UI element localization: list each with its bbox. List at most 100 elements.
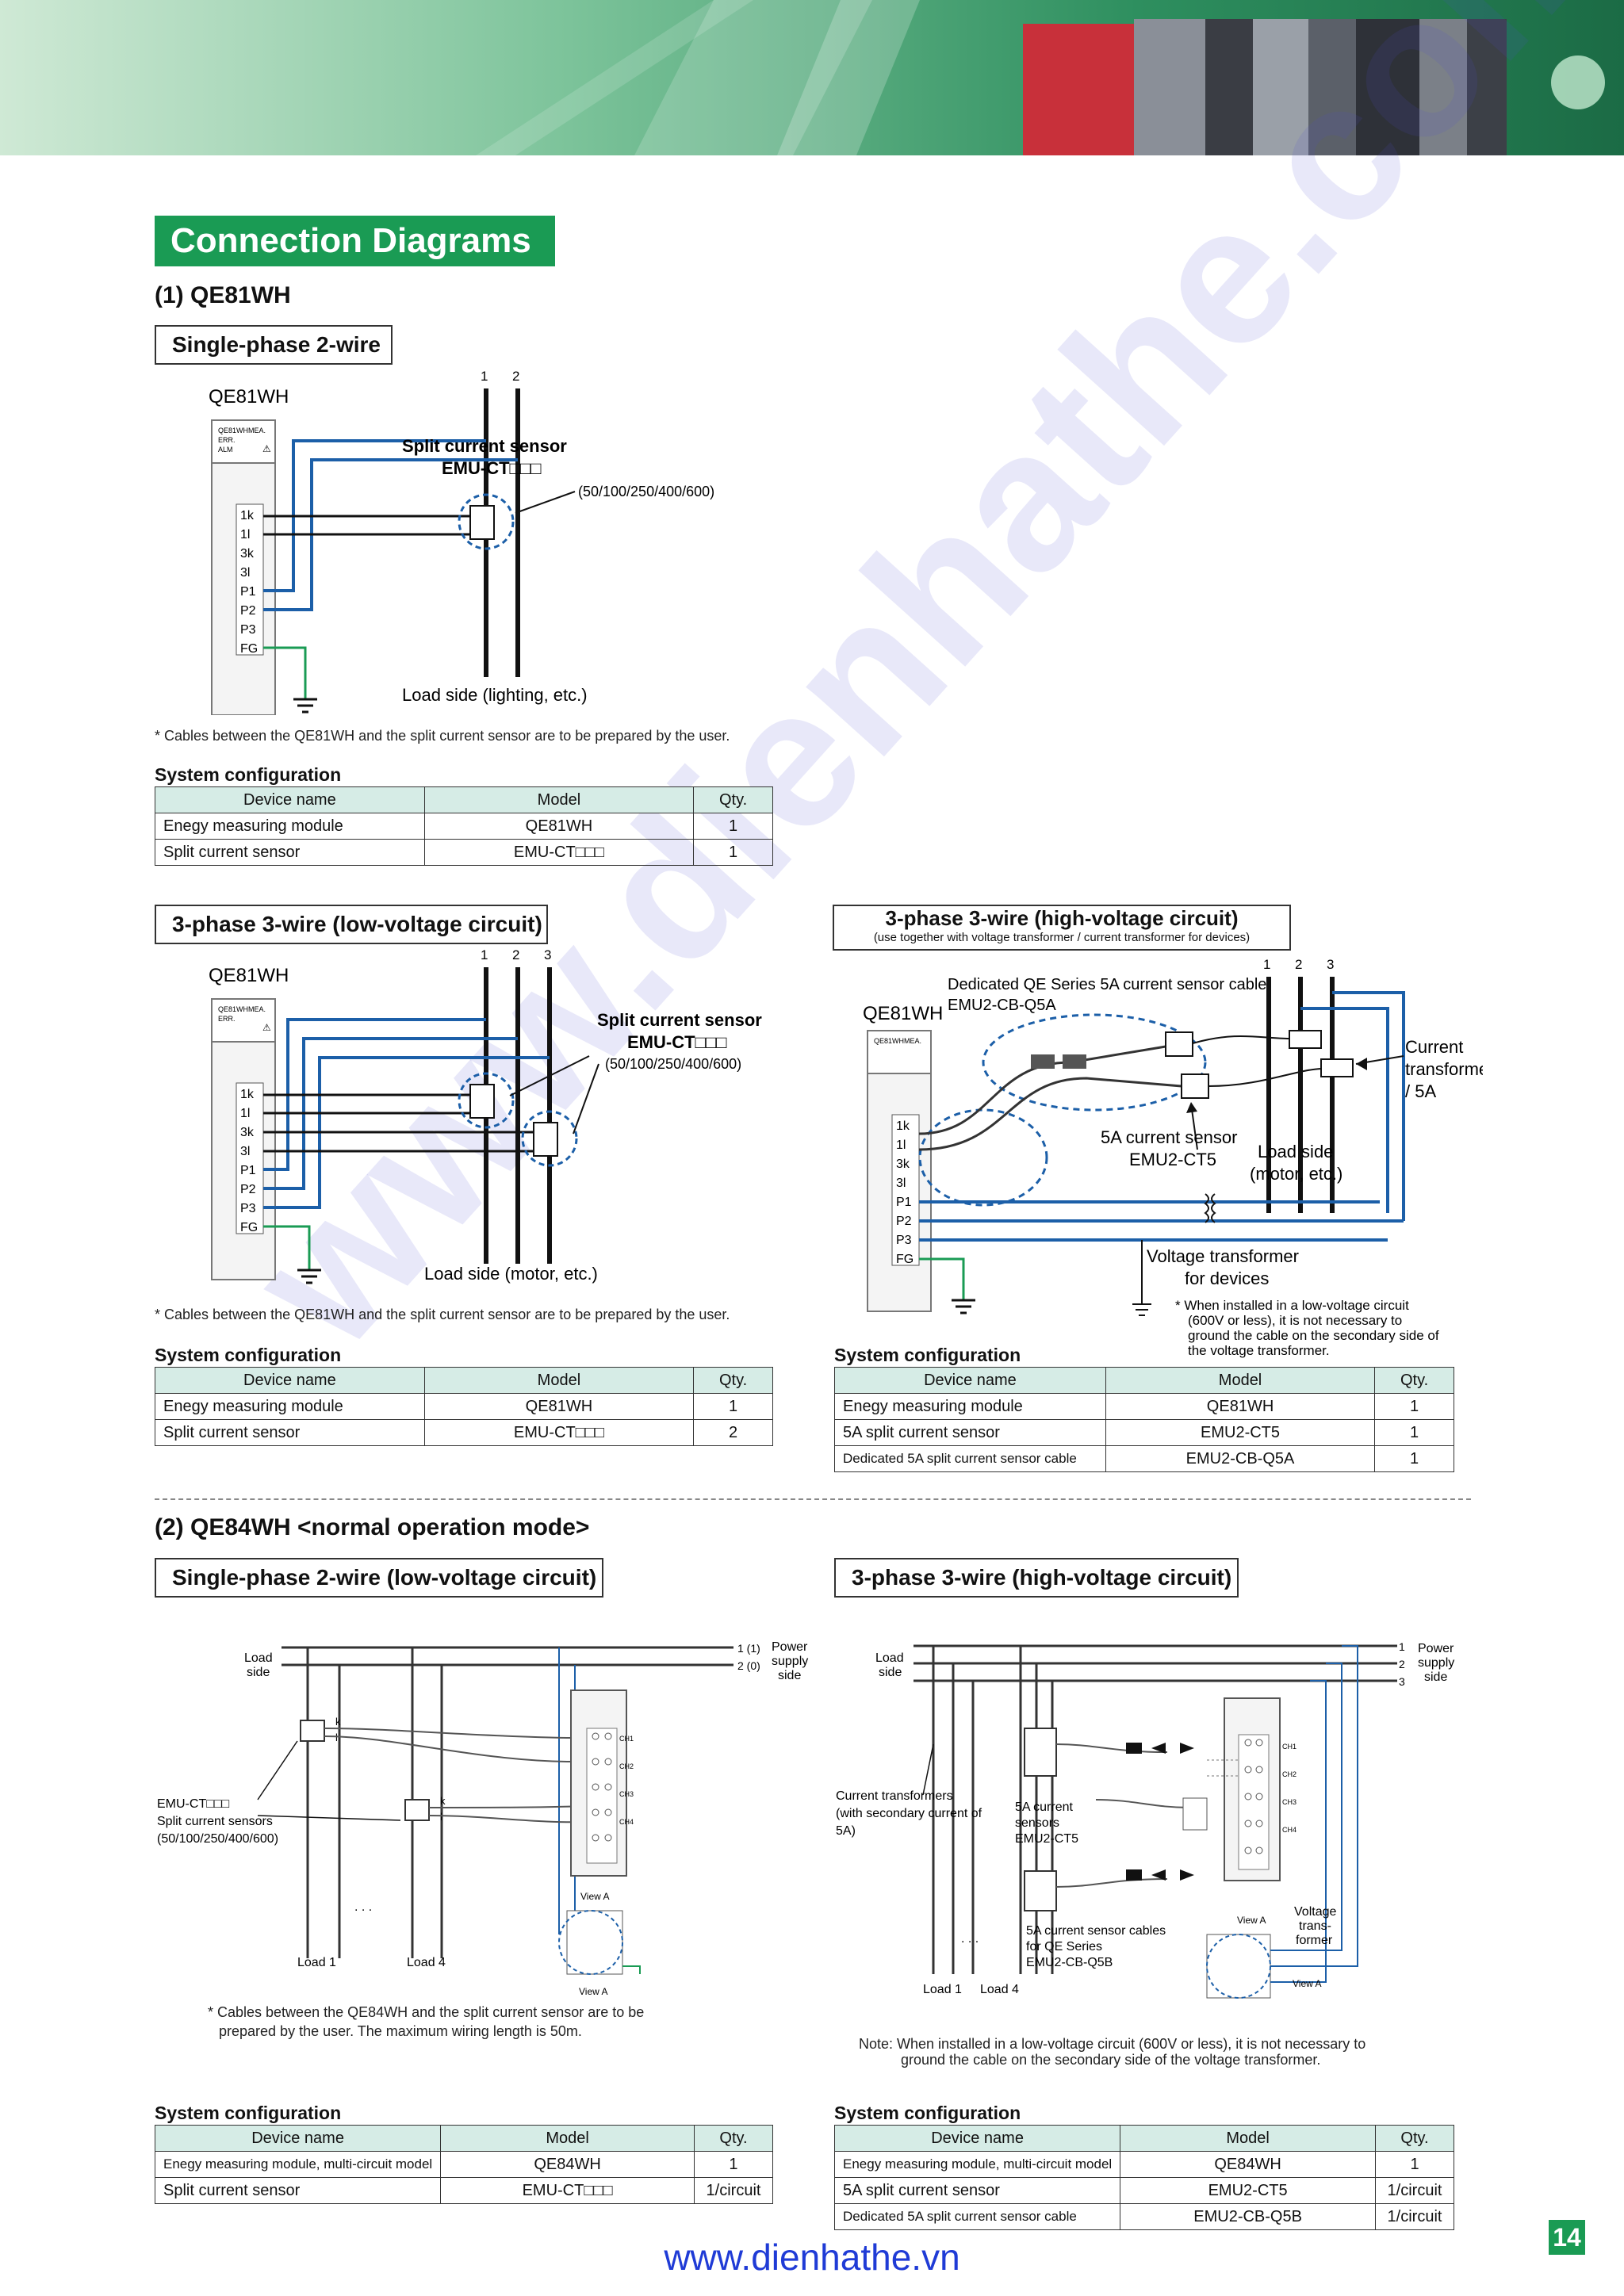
svg-text:MEA.: MEA. <box>904 1037 921 1045</box>
plc-module-grey-2 <box>1253 19 1308 155</box>
s2-3phase-high-label: 3-phase 3-wire (high-voltage circuit) <box>834 1558 1239 1598</box>
vt-label-2: for devices <box>1185 1269 1269 1288</box>
s2-single-phase-label: Single-phase 2-wire (low-voltage circuit… <box>155 1558 603 1598</box>
svg-text:k: k <box>335 1716 341 1728</box>
cable-highlight-ellipse <box>918 1108 1048 1207</box>
svg-text:P3: P3 <box>896 1234 912 1247</box>
terminal-p2: P2 <box>240 604 256 618</box>
arrow-right-icon <box>1180 1743 1194 1754</box>
split-current-sensor-2 <box>533 1122 558 1157</box>
terminal-fg: FG <box>240 642 258 656</box>
module-label: QE81WH <box>209 965 289 986</box>
split-current-sensor <box>469 505 495 540</box>
load-side-2: side <box>247 1666 270 1679</box>
svg-text:QE81WH: QE81WH <box>218 427 248 434</box>
line-number-2: 2 <box>1295 957 1302 972</box>
ct-label-3: / 5A <box>1405 1081 1436 1101</box>
module-label: QE81WH <box>209 386 289 408</box>
section-2-title: (2) QE84WH <normal operation mode> <box>155 1514 590 1540</box>
svg-text:l: l <box>335 1732 338 1743</box>
svg-text:3l: 3l <box>240 1145 250 1158</box>
svg-text:3k: 3k <box>896 1158 910 1171</box>
5a-current-sensor-2 <box>1181 1073 1209 1099</box>
plc-module-dark-3 <box>1356 19 1419 155</box>
cable-label-2: EMU2-CB-Q5A <box>948 997 1056 1014</box>
svg-text:l: l <box>440 1811 442 1823</box>
module-label: QE81WH <box>863 1003 943 1024</box>
line-number-1: 1 <box>481 369 488 384</box>
sensor-ratings: (50/100/250/400/600) <box>605 1056 741 1072</box>
header-qty: Qty. <box>693 786 773 813</box>
svg-text:CH2: CH2 <box>619 1762 634 1770</box>
terminal-3l: 3l <box>240 566 250 580</box>
sensor-model: EMU-CT□□□ <box>627 1032 726 1052</box>
svg-text:3: 3 <box>1399 1675 1405 1688</box>
line-mark-1: 1 (1) <box>737 1642 760 1655</box>
svg-text:1k: 1k <box>896 1119 910 1133</box>
s2-single-phase-diagram: Load side 1 (1) 2 (0) Power supply side … <box>157 1640 808 1997</box>
footer-url[interactable]: www.dienhathe.vn <box>664 2237 960 2278</box>
s1-3phase-high-label-box: 3-phase 3-wire (high-voltage circuit) (u… <box>833 905 1291 951</box>
sensor-highlight-ellipse <box>982 1013 1207 1112</box>
s1-sp-syscfg-title: System configuration <box>155 764 342 785</box>
svg-text:⚠: ⚠ <box>262 443 271 454</box>
banner-graphic <box>476 0 1605 155</box>
svg-text:CH2: CH2 <box>1282 1770 1297 1778</box>
qe84wh-module: CH1 CH2 CH3 CH4 <box>1224 1697 1297 1881</box>
svg-text:ALM: ALM <box>218 446 233 453</box>
load-label-1: Load side <box>1258 1142 1333 1161</box>
power-side-2: supply <box>772 1655 808 1668</box>
page-number: 14 <box>1549 2220 1585 2255</box>
svg-text:side: side <box>879 1666 902 1679</box>
load-label: Load side (motor, etc.) <box>424 1264 598 1284</box>
cable-connector-2 <box>1063 1054 1086 1069</box>
line-number-2: 2 <box>512 369 519 384</box>
svg-text:CH1: CH1 <box>1282 1743 1297 1751</box>
svg-text:P2: P2 <box>240 1183 256 1196</box>
header-device: Device name <box>155 786 425 813</box>
sensor-ratings: (50/100/250/400/600) <box>578 484 714 499</box>
sensor-label-3: (50/100/250/400/600) <box>157 1832 278 1846</box>
s2-single-phase-note-2: prepared by the user. The maximum wiring… <box>219 2023 582 2039</box>
vt-note-3: ground the cable on the secondary side o… <box>1188 1328 1439 1343</box>
section-separator <box>155 1498 1471 1500</box>
s2-sp-syscfg-title: System configuration <box>155 2103 342 2123</box>
svg-text:3l: 3l <box>896 1177 906 1190</box>
plc-module-dark-4 <box>1467 19 1507 155</box>
svg-text:5A): 5A) <box>836 1824 856 1838</box>
s2-3ph-syscfg-title: System configuration <box>834 2103 1021 2123</box>
load-4: Load 4 <box>407 1956 446 1969</box>
svg-text:1l: 1l <box>240 1107 250 1120</box>
s1-single-phase-label: Single-phase 2-wire <box>155 325 393 365</box>
svg-text:CH3: CH3 <box>1282 1798 1297 1806</box>
svg-text:View A: View A <box>1237 1915 1266 1926</box>
svg-text:CH3: CH3 <box>619 1790 634 1798</box>
svg-text:side: side <box>1424 1670 1447 1684</box>
svg-text:Power: Power <box>1418 1642 1454 1655</box>
svg-text:Load: Load <box>875 1651 904 1665</box>
svg-text:P1: P1 <box>240 1164 256 1177</box>
ct-label-1: Current <box>1405 1037 1463 1057</box>
section-1-title: (1) QE81WH <box>155 282 291 308</box>
5a-sensor-group-1 <box>1024 1728 1057 1777</box>
svg-text:k: k <box>440 1795 446 1807</box>
terminal-p3: P3 <box>240 623 256 637</box>
line-number-1: 1 <box>1263 957 1270 972</box>
line-number-2: 2 <box>512 947 519 962</box>
sensor-label-2: Split current sensors <box>157 1815 273 1828</box>
ground-wire <box>263 646 307 699</box>
ct-label-2: transformer <box>1405 1059 1483 1079</box>
dots: . . . <box>354 1900 372 1914</box>
5a-current-sensor-1 <box>1165 1031 1193 1057</box>
5a-sensor-group-2 <box>1024 1870 1057 1911</box>
svg-text:trans-: trans- <box>1299 1919 1331 1933</box>
current-transformer-2 <box>1320 1058 1354 1077</box>
